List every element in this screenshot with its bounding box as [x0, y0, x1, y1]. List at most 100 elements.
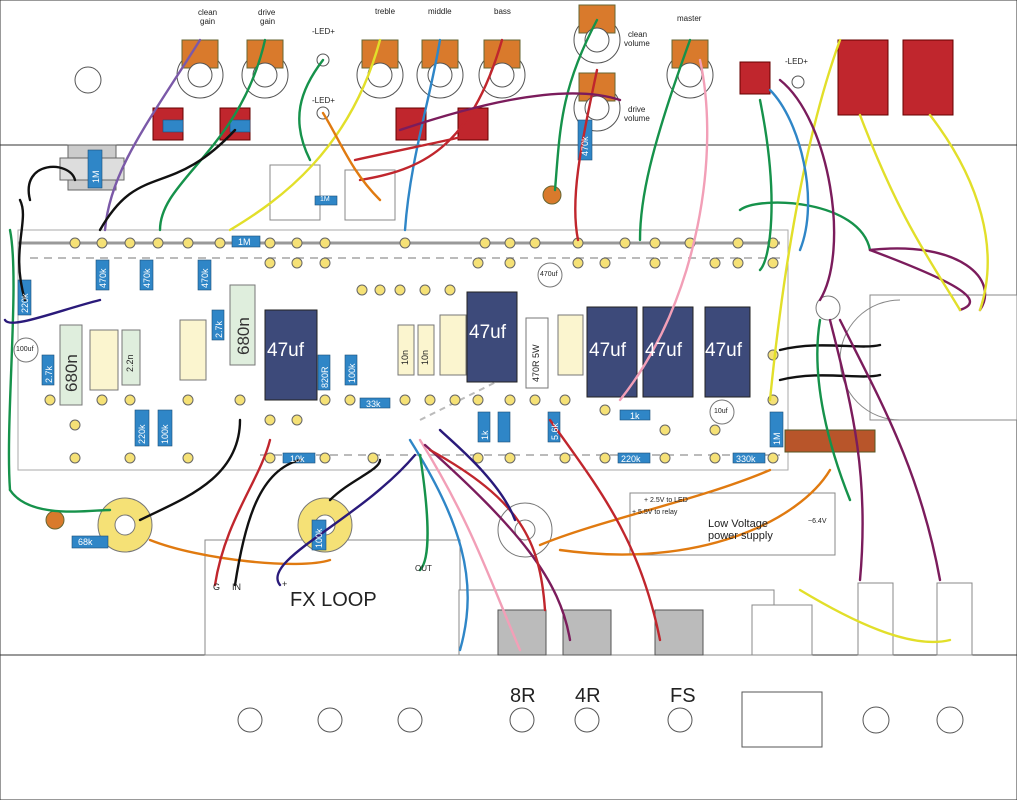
r-330k-label: 330k: [736, 454, 756, 464]
cap-100uf: [13, 337, 39, 363]
cap-47uf-4-label: 47uf: [645, 340, 682, 361]
cap-47uf-3-label: 47uf: [589, 340, 626, 361]
r-100k-3-label: 100k: [160, 424, 170, 444]
fuse-2: [936, 582, 973, 656]
r-1k-1-label: 1k: [480, 430, 490, 440]
cap-10n-1: [397, 324, 415, 376]
label-clean-gain-1: clean: [198, 8, 218, 17]
r-1m-mid-label: 1M: [320, 196, 330, 203]
label-jack-g: G: [213, 582, 221, 592]
front-hole: [74, 66, 102, 94]
cap-10uf: [709, 399, 735, 425]
r-5k6-label: 5.6k: [550, 422, 560, 440]
cap-10uf-label: 10uf: [714, 408, 728, 415]
cap-10n-2: [417, 324, 435, 376]
r-1k-2-label: 1k: [630, 411, 640, 421]
label-8r: 8R: [510, 685, 536, 707]
bias-pot: [815, 295, 841, 321]
r-220k-3-label: 220k: [137, 424, 147, 444]
pot-clean-gain: [176, 39, 224, 99]
cap-680n-2: [229, 284, 256, 366]
label-jack-in: IN: [232, 582, 241, 592]
turrets: [44, 237, 779, 464]
led-3: [791, 75, 805, 89]
label-treble: treble: [375, 7, 396, 16]
relay-box-2: [344, 169, 396, 221]
r-220k-2-label: 220k: [621, 454, 641, 464]
label-master: master: [677, 14, 702, 23]
rear-hole-8r: [509, 707, 535, 733]
label-clean-volume-2: volume: [624, 39, 650, 48]
cap-680n-1-label: 680n: [62, 354, 81, 392]
label-bass: bass: [494, 7, 511, 16]
rear-hole-2: [317, 707, 343, 733]
label-fx-loop: FX LOOP: [290, 589, 377, 611]
switch-channel: [739, 61, 771, 95]
r-2k7-1-label: 2.7k: [44, 365, 54, 383]
label-middle: middle: [428, 7, 452, 16]
label-drive-gain-1: drive: [258, 8, 276, 17]
pot-clean-volume: [573, 4, 621, 64]
r-470k-pot-label: 470k: [580, 136, 590, 156]
rocker-standby: [902, 39, 954, 116]
resistor-470r-5w: [525, 317, 549, 389]
r-33k-label: 33k: [366, 399, 381, 409]
jack-fs: [654, 609, 704, 656]
cap-2n2: [121, 329, 141, 386]
label-out: OUT: [415, 564, 432, 573]
cap-10n-2-label: 10n: [420, 349, 430, 365]
power-transformer: [869, 294, 1017, 421]
label-drive-volume-2: volume: [624, 114, 650, 123]
label-drive-gain-2: gain: [260, 17, 276, 26]
cap-47uf-2-label: 47uf: [469, 322, 506, 343]
label-relay-supply: + 5.5V to relay: [632, 509, 678, 516]
cap-100uf-label: 100uf: [16, 346, 34, 353]
label-fs: FS: [670, 685, 696, 707]
rocker-power: [837, 39, 889, 116]
resistor-470r5w-label: 470R 5W: [531, 344, 541, 382]
r-1m-right-label: 1M: [772, 432, 782, 445]
rear-hole-fuse-2: [936, 706, 964, 734]
r-1m-board-label: 1M: [238, 237, 251, 247]
cap-10n-1-label: 10n: [400, 349, 410, 365]
wires: [3, 18, 989, 652]
r-10k-label: 10k: [290, 454, 305, 464]
label-lv-supply-2: power supply: [708, 530, 773, 542]
label-led-1: -LED+: [312, 27, 335, 36]
cap-47uf-1-label: 47uf: [267, 340, 304, 361]
rear-hole-4r: [574, 707, 600, 733]
cap-47uf-2: [466, 291, 518, 383]
cap-22n-3: [439, 314, 467, 376]
r-2k7-2-label: 2.7k: [214, 320, 224, 338]
rear-panel-outline: [0, 654, 1017, 800]
cap-47uf-1: [264, 309, 318, 401]
cap-470uf-label: 470uf: [540, 271, 558, 278]
rear-hole-fuse-1: [862, 706, 890, 734]
cap-47uf-3: [586, 306, 638, 398]
r-100k-2-label: 100k: [314, 528, 324, 548]
valve-socket-v1: [97, 497, 153, 553]
fuse-1: [857, 582, 894, 656]
mains-socket: [751, 604, 813, 656]
rear-iec: [741, 691, 823, 748]
cap-47uf-5-label: 47uf: [705, 340, 742, 361]
pot-treble: [356, 39, 404, 99]
jack-4r: [562, 609, 612, 656]
rear-hole-1: [237, 707, 263, 733]
r-220k-left-label: 220k: [20, 293, 30, 313]
rear-hole-3: [397, 707, 423, 733]
label-jack-plus: +: [282, 579, 288, 589]
cap-680n-2-label: 680n: [234, 317, 253, 355]
label-heater-v: ~6.4V: [808, 518, 827, 525]
relay-box: [269, 164, 321, 221]
label-lv-supply-1: Low Voltage: [708, 518, 768, 530]
label-led-2: -LED+: [312, 96, 335, 105]
r-68k-label: 68k: [78, 537, 93, 547]
input-jack: [45, 510, 65, 530]
fx-loop-box: [204, 539, 461, 656]
r-470k-1-label: 470k: [98, 268, 108, 288]
pot-bass: [478, 39, 526, 99]
cap-47uf-5: [704, 306, 751, 398]
